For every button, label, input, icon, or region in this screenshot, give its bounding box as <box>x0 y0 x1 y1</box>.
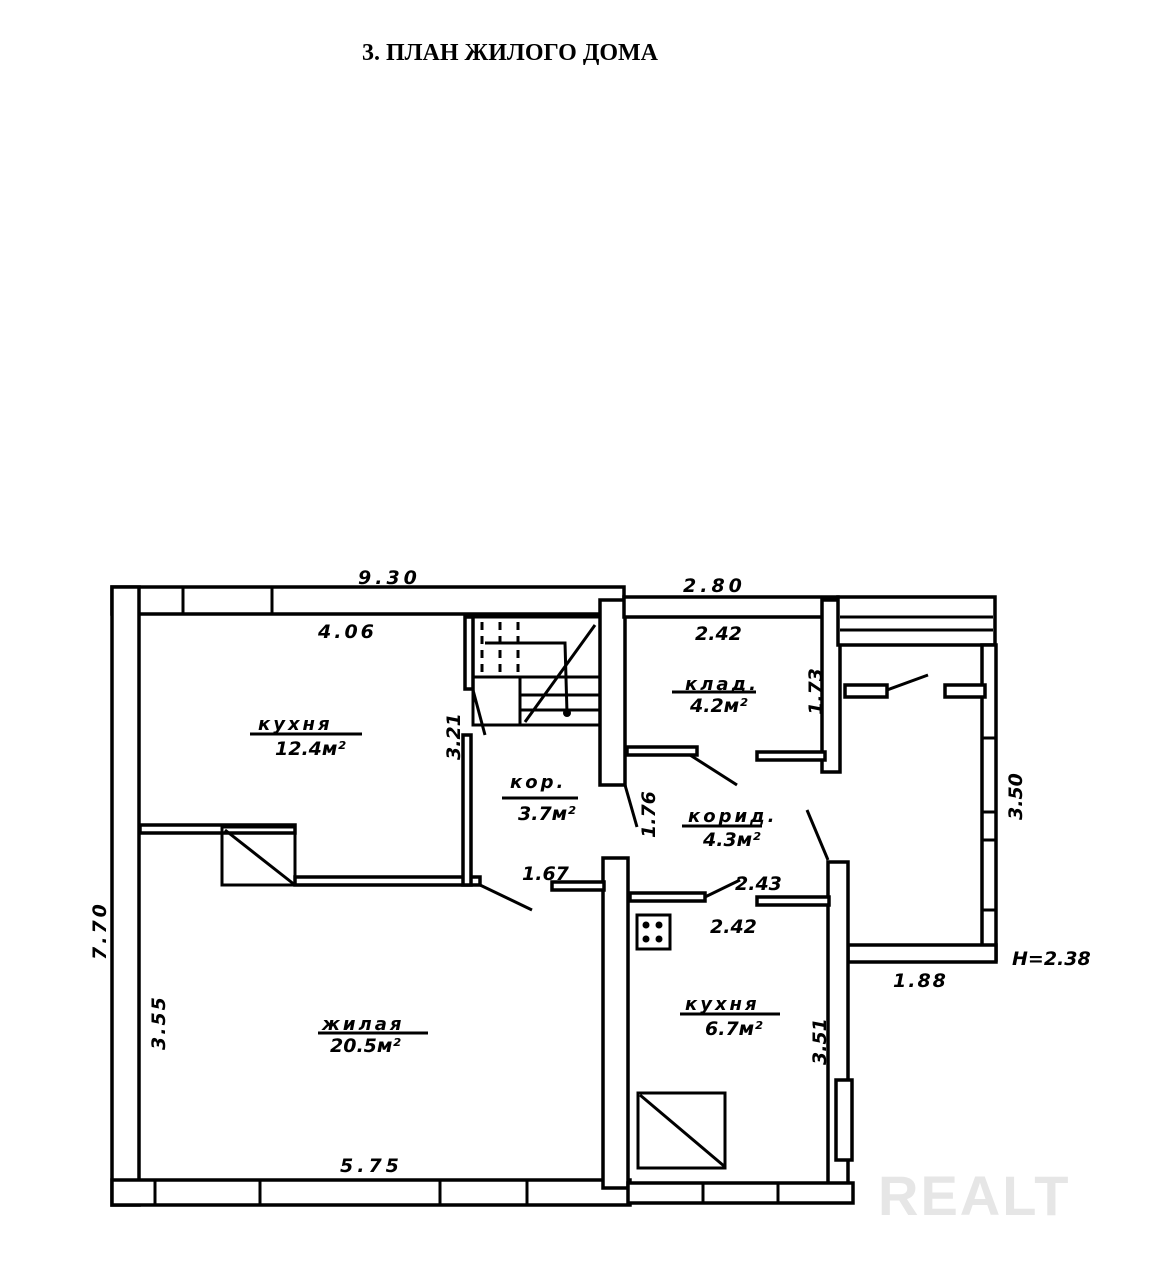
door-swings <box>471 673 929 912</box>
partition <box>293 875 482 887</box>
room-area: 3.7м² <box>518 803 576 825</box>
windows <box>153 587 996 1205</box>
dim-living-width: 5.75 <box>340 1155 403 1177</box>
wall-stair-right <box>598 598 627 787</box>
partition <box>843 683 889 699</box>
partition <box>755 750 827 762</box>
oven-fixture <box>220 825 297 887</box>
room-area: 6.7м² <box>705 1018 763 1040</box>
wall-kitchen2-pier <box>834 1078 854 1162</box>
dim-pantry-depth: 1.73 <box>805 668 827 715</box>
dim-corridor2-width: 2.43 <box>735 873 782 895</box>
plan-title: 3. ПЛАН ЖИЛОГО ДОМА <box>361 40 658 66</box>
dim-veranda-depth: 3.50 <box>1005 773 1027 820</box>
oven-fixture-2 <box>636 1091 727 1170</box>
room-area: 20.5м² <box>330 1035 401 1057</box>
wall-living-right <box>601 856 630 1190</box>
watermark-logo: REALT <box>878 1164 1071 1227</box>
dim-total-width: 9.30 <box>358 567 421 589</box>
wall-pantry-right <box>820 598 842 774</box>
dim-corridor-depth: 1.76 <box>638 791 660 838</box>
partition <box>461 733 473 887</box>
dim-annex-width: 2.80 <box>683 575 746 597</box>
wall-kitchen2-bottom <box>626 1181 855 1205</box>
wall-pantry-top <box>622 595 840 619</box>
wall-veranda-bottom <box>846 943 998 964</box>
partition <box>628 891 707 903</box>
room-name: кухня <box>258 714 333 735</box>
room-name: жилая <box>321 1014 404 1035</box>
room-area: 4.3м² <box>702 829 761 851</box>
dim-veranda-width: 1.88 <box>893 970 948 992</box>
room-labels: кухня 12.4м² кор. 3.7м² клад. 4.2м² кори… <box>250 674 780 1057</box>
dim-corridor-width: 1.67 <box>522 863 570 885</box>
staircase <box>471 615 602 727</box>
wall-top-main <box>110 585 626 616</box>
partition <box>550 880 606 892</box>
walls <box>110 585 998 1207</box>
dim-kitchen-depth: 3.21 <box>443 713 465 760</box>
partition <box>755 895 831 907</box>
stove-icon <box>635 913 672 951</box>
room-name: кор. <box>510 772 566 793</box>
wall-bottom-main <box>110 1178 632 1207</box>
room-area: 4.2м² <box>689 695 748 717</box>
wall-left <box>110 585 141 1207</box>
dim-kitchen-width: 4.06 <box>317 621 377 643</box>
dim-ceiling-height: H=2.38 <box>1012 948 1091 970</box>
partition <box>943 683 987 699</box>
room-name: кухня <box>685 994 760 1015</box>
partition <box>625 745 699 757</box>
dimension-labels: 9.30 2.80 4.06 2.42 1.73 3.21 1.76 1.67 … <box>89 567 1091 1177</box>
wall-veranda-top <box>836 595 997 647</box>
room-area: 12.4м² <box>275 738 346 760</box>
dim-total-depth: 7.70 <box>89 901 111 960</box>
dim-kitchen2-depth: 3.51 <box>809 1018 831 1065</box>
dim-kitchen2-width: 2.42 <box>710 916 757 938</box>
dim-living-depth: 3.55 <box>148 995 170 1050</box>
room-name: корид. <box>688 806 777 827</box>
room-name: клад. <box>685 674 759 695</box>
dim-pantry-width: 2.42 <box>695 623 742 645</box>
